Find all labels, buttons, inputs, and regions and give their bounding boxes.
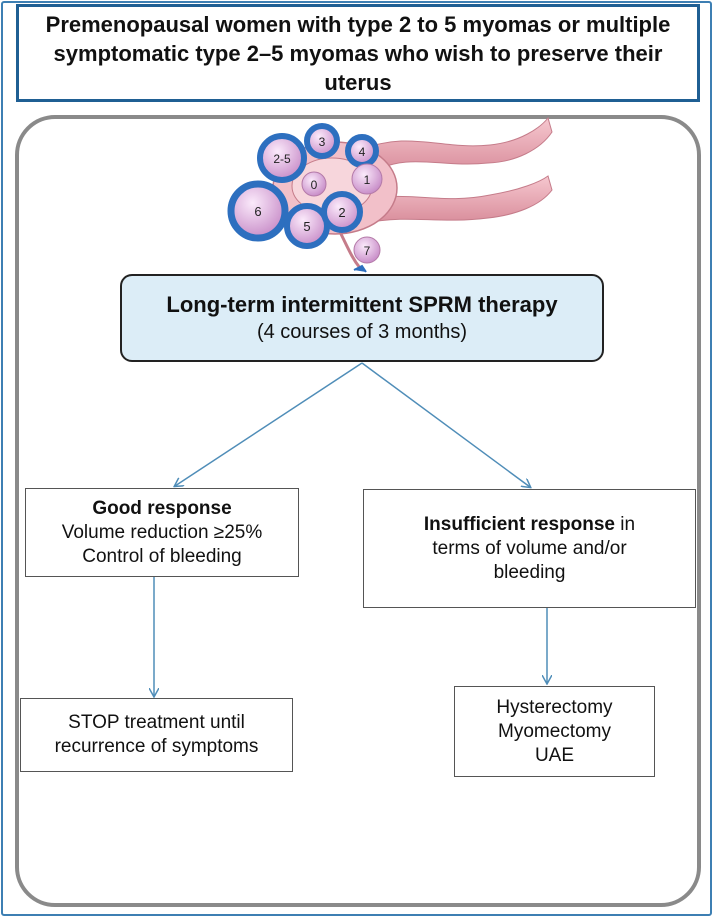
- myoma-label-6: 6: [254, 204, 261, 219]
- good-response-box: Good response Volume reduction ≥25% Cont…: [25, 488, 299, 577]
- stop-treatment-line1: STOP treatment until: [68, 712, 245, 733]
- myoma-label-2-5: 2-5: [273, 152, 291, 166]
- myoma-label-2: 2: [338, 205, 345, 220]
- uterus-illustration: 2-5 3 4 0 1 6 5 2 7: [227, 116, 553, 273]
- myoma-label-4: 4: [359, 145, 366, 159]
- good-response-heading: Good response: [92, 497, 232, 519]
- alternative-uae: UAE: [534, 744, 575, 766]
- myoma-label-3: 3: [319, 135, 326, 149]
- stop-treatment-line2: recurrence of symptoms: [54, 736, 259, 757]
- arrow-to-good-response: [175, 362, 363, 486]
- myoma-6: [227, 180, 289, 242]
- arrow-to-insufficient-response: [361, 362, 530, 487]
- title-box: Premenopausal women with type 2 to 5 myo…: [16, 4, 700, 102]
- therapy-box: Long-term intermittent SPRM therapy (4 c…: [120, 274, 604, 362]
- cervix-tip: [353, 264, 367, 273]
- good-response-bleeding: Control of bleeding: [82, 545, 242, 567]
- myoma-0: [301, 171, 327, 197]
- myoma-2-5: [257, 133, 307, 183]
- myoma-label-7: 7: [364, 244, 371, 258]
- alternatives-box: Hysterectomy Myomectomy UAE: [454, 686, 655, 777]
- myoma-label-1: 1: [364, 173, 371, 187]
- therapy-subtitle: (4 courses of 3 months): [256, 321, 468, 343]
- upper-tube: [359, 116, 553, 173]
- myoma-7: [353, 236, 381, 264]
- myoma-label-5: 5: [303, 219, 310, 234]
- myoma-label-0: 0: [311, 178, 318, 192]
- insufficient-response-box: Insufficient response in terms of volume…: [363, 489, 696, 608]
- title-text: Premenopausal women with type 2 to 5 myo…: [45, 11, 671, 95]
- content-panel: [15, 115, 701, 907]
- cervix: [338, 231, 362, 269]
- good-response-volume: Volume reduction ≥25%: [61, 521, 263, 543]
- alternative-myomectomy: Myomectomy: [498, 720, 611, 742]
- alternative-hysterectomy: Hysterectomy: [496, 696, 613, 718]
- myoma-2: [321, 191, 363, 233]
- lower-tube: [359, 175, 553, 223]
- insufficient-response-line3: bleeding: [493, 561, 566, 583]
- therapy-title: Long-term intermittent SPRM therapy: [166, 292, 558, 317]
- insufficient-response-heading: Insufficient response: [423, 513, 616, 535]
- stop-treatment-box: STOP treatment until recurrence of sympt…: [20, 698, 293, 772]
- insufficient-response-line2: terms of volume and/or: [432, 537, 627, 559]
- insufficient-response-tail: in: [615, 513, 636, 535]
- myoma-3: [304, 123, 340, 159]
- myoma-1: [351, 163, 383, 195]
- insufficient-response-line1: Insufficient response in: [424, 513, 635, 537]
